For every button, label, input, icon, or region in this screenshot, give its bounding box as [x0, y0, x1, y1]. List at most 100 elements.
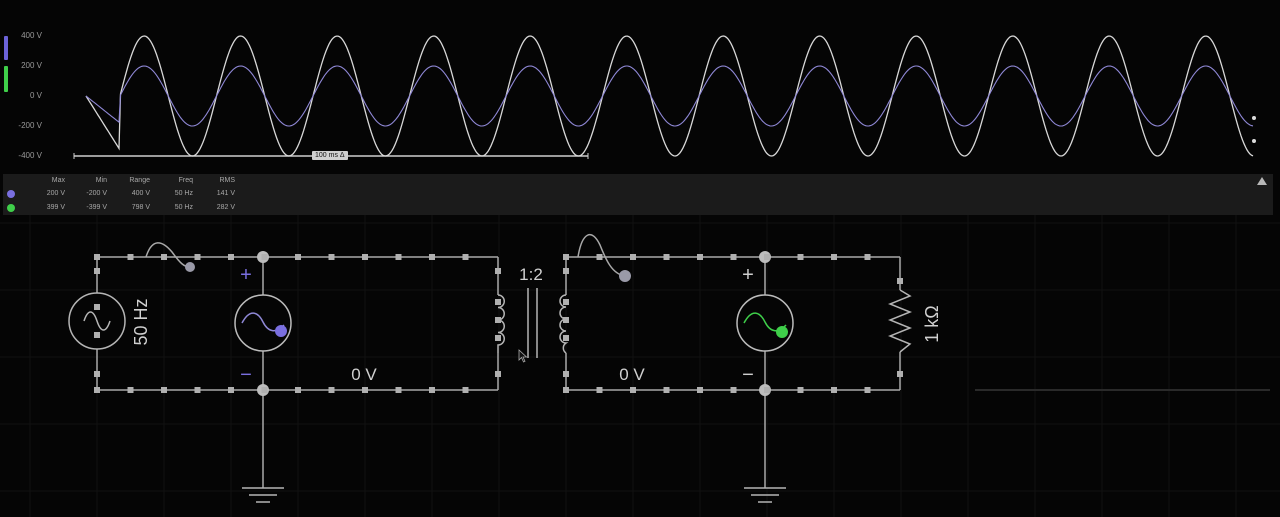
wire-handle[interactable]	[194, 254, 201, 260]
row-2-rms: 282 V	[216, 204, 235, 211]
wire-handle[interactable]	[495, 299, 501, 305]
wire-handle[interactable]	[328, 254, 335, 260]
wire-handle[interactable]	[764, 254, 770, 260]
wire-handle[interactable]	[596, 254, 603, 260]
channel-2-trace-end	[1252, 139, 1256, 143]
wire-handle[interactable]	[462, 387, 469, 393]
wire-handle[interactable]	[94, 387, 100, 393]
row-1-rms: 141 V	[216, 190, 235, 197]
row-1-min: -200 V	[86, 190, 107, 197]
wire-handle[interactable]	[563, 335, 569, 341]
meter-1-probe-dot[interactable]	[275, 325, 287, 337]
wire-handle[interactable]	[228, 387, 234, 393]
row-2-color-dot	[7, 204, 15, 212]
wire-handle[interactable]	[362, 387, 368, 393]
wire-handle[interactable]	[161, 254, 167, 260]
wire-handle[interactable]	[797, 387, 804, 393]
wire-handle[interactable]	[596, 387, 603, 393]
wire-handle[interactable]	[831, 387, 837, 393]
wire-handle[interactable]	[697, 254, 703, 260]
wire-handle[interactable]	[261, 254, 268, 260]
wire-handle[interactable]	[864, 387, 871, 393]
wire-handle[interactable]	[831, 254, 837, 260]
wire-handle[interactable]	[94, 371, 100, 377]
wire-handle[interactable]	[228, 254, 234, 260]
wire-handle[interactable]	[127, 387, 134, 393]
wire-handle[interactable]	[94, 332, 100, 338]
wire-handle[interactable]	[362, 254, 368, 260]
wire-handle[interactable]	[663, 254, 670, 260]
row-1-max: 200 V	[46, 190, 65, 197]
wire-handle[interactable]	[563, 317, 569, 323]
wire-handle[interactable]	[864, 254, 871, 260]
wire-handle[interactable]	[563, 387, 569, 393]
oscilloscope-panel[interactable]: 400 V 200 V 0 V -200 V -400 V 100 ms Δ	[0, 30, 1280, 175]
wire-handle[interactable]	[563, 299, 569, 305]
wire-handle[interactable]	[295, 387, 301, 393]
row-2-freq: 50 Hz	[174, 204, 193, 211]
wire-handle[interactable]	[94, 268, 100, 274]
wire-handle[interactable]	[462, 254, 469, 260]
wire-handle[interactable]	[495, 268, 501, 274]
channel-2-indicator[interactable]	[4, 66, 8, 92]
channel-1-indicator[interactable]	[4, 36, 8, 60]
wire-handle[interactable]	[730, 387, 737, 393]
meter-2-probe-dot[interactable]	[776, 326, 788, 338]
wire-handle[interactable]	[563, 268, 569, 274]
y-tick-200: 200 V	[21, 61, 42, 70]
ac-source[interactable]	[68, 292, 126, 350]
y-tick-neg400: -400 V	[18, 151, 42, 160]
header-rms: RMS	[219, 177, 235, 184]
ground-icon-2	[744, 487, 786, 503]
header-range: Range	[129, 177, 150, 184]
wire-handle[interactable]	[395, 254, 402, 260]
row-2-max: 399 V	[46, 204, 65, 211]
probe-node-1[interactable]	[185, 262, 195, 272]
wire-handle[interactable]	[295, 254, 301, 260]
background-grid	[0, 215, 1280, 517]
circuit-schematic[interactable]: 50 Hz + − 0 V 1:2 0 V +	[0, 215, 1280, 517]
primary-node-voltage: 0 V	[351, 365, 377, 384]
wire-handle[interactable]	[495, 335, 501, 341]
wire-handle[interactable]	[630, 254, 636, 260]
wire-handle[interactable]	[730, 254, 737, 260]
row-2-range: 798 V	[131, 204, 150, 211]
probe-node-2[interactable]	[619, 270, 631, 282]
wire-handle[interactable]	[94, 304, 100, 310]
wire-handle[interactable]	[94, 254, 100, 260]
sine-wave-icon	[83, 311, 111, 331]
row-1-color-dot	[7, 190, 15, 198]
wire-handle[interactable]	[797, 254, 804, 260]
transformer[interactable]	[497, 288, 569, 358]
wire-handle[interactable]	[161, 387, 167, 393]
wire-handle[interactable]	[127, 254, 134, 260]
ground-icon-1	[242, 487, 284, 503]
wire-handle[interactable]	[630, 387, 636, 393]
wire-handle[interactable]	[563, 371, 569, 377]
wire-handle[interactable]	[429, 254, 435, 260]
collapse-triangle-icon[interactable]	[1257, 177, 1267, 185]
voltmeter-1[interactable]	[234, 294, 292, 352]
wire-handle[interactable]	[495, 317, 501, 323]
wire-handle[interactable]	[395, 387, 402, 393]
wire-handle[interactable]	[897, 278, 903, 284]
wire-handle[interactable]	[764, 387, 770, 393]
probe-wire-1	[145, 242, 191, 268]
voltmeter-2[interactable]	[736, 294, 794, 352]
wire-handle[interactable]	[194, 387, 201, 393]
wire-handle[interactable]	[495, 371, 501, 377]
wire-handle[interactable]	[429, 387, 435, 393]
wire-handle[interactable]	[897, 371, 903, 377]
channel-1-trace	[85, 65, 1254, 127]
probe-wire-2	[577, 233, 626, 277]
wire-handle[interactable]	[261, 387, 268, 393]
wire-handle[interactable]	[563, 254, 569, 260]
wire-handle[interactable]	[328, 387, 335, 393]
wire-handle[interactable]	[663, 387, 670, 393]
scope-plot	[73, 35, 1256, 159]
resistor[interactable]	[887, 289, 913, 353]
wire-handle[interactable]	[697, 387, 703, 393]
header-freq: Freq	[178, 177, 193, 184]
timebar-label[interactable]: 100 ms Δ	[312, 151, 348, 160]
